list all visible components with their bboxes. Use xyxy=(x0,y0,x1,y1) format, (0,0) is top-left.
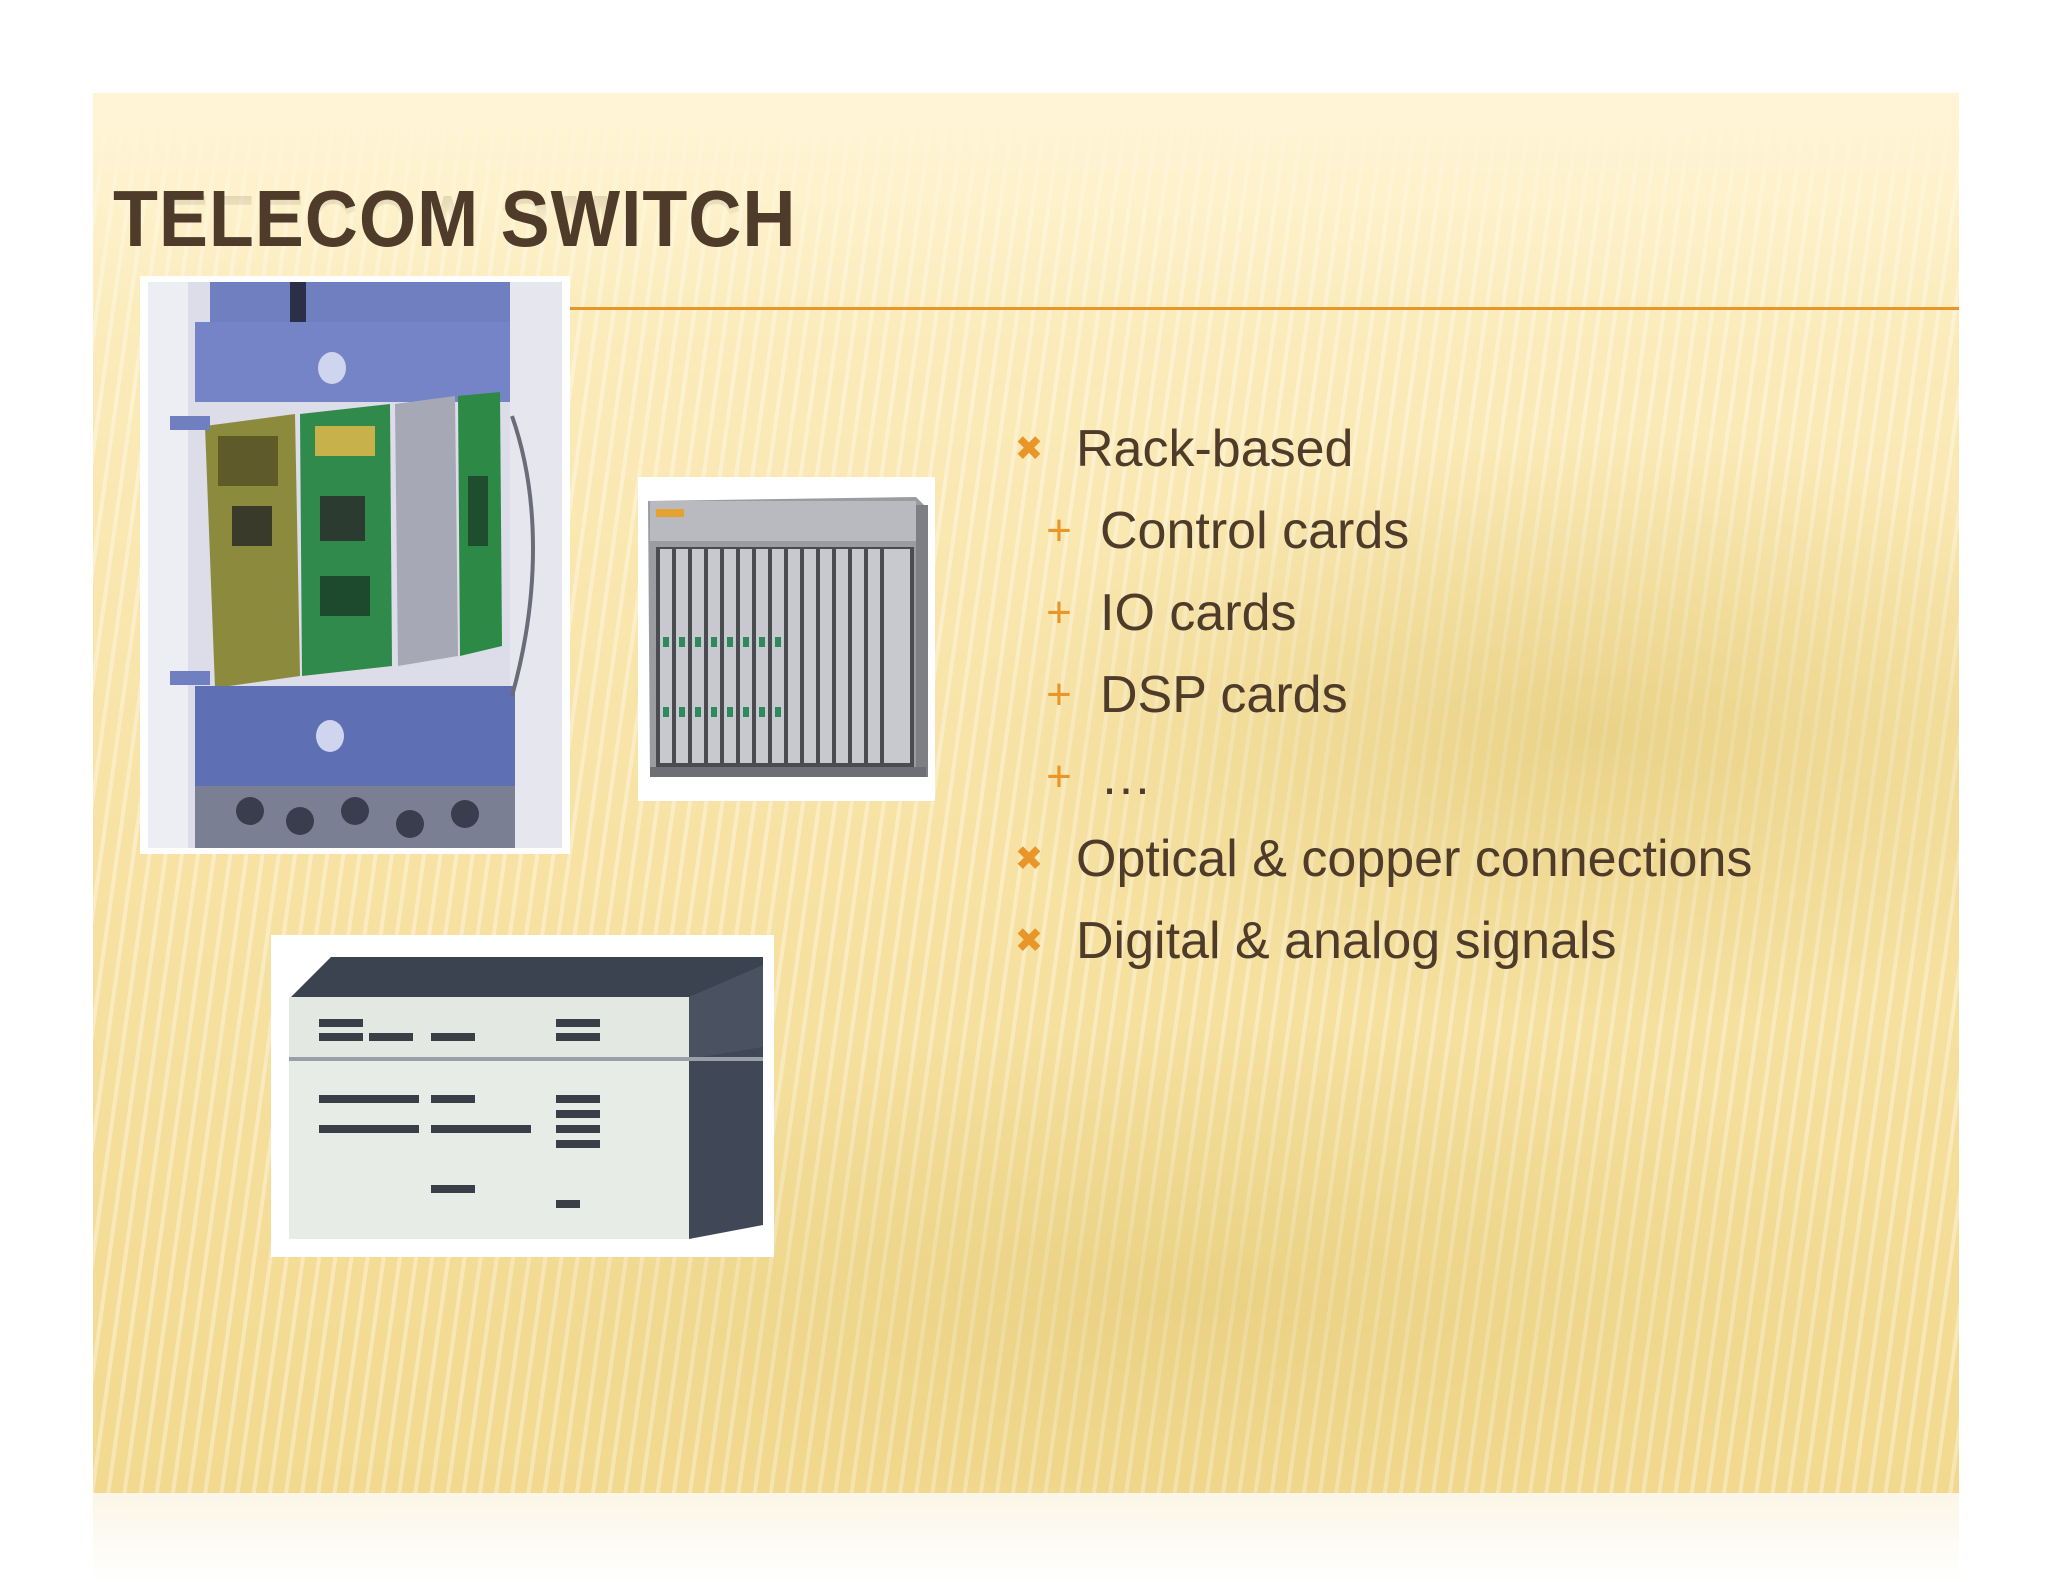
page-bottom-margin xyxy=(93,1493,1959,1582)
stacked-switch-units-photo xyxy=(271,935,774,1257)
bullet-list: ✖ Rack-based + Control cards + IO cards … xyxy=(1010,408,1850,982)
bullet-text: Optical & copper connections xyxy=(1076,830,1753,888)
bullet-text: Rack-based xyxy=(1076,420,1354,478)
bullet-text: DSP cards xyxy=(1100,666,1348,724)
title-band xyxy=(93,93,1959,308)
bullet-item: ✖ Digital & analog signals xyxy=(1010,900,1850,982)
x-bullet-icon: ✖ xyxy=(1014,840,1044,878)
sub-bullet-item: + DSP cards xyxy=(1010,654,1850,736)
sub-bullet-item: + Control cards xyxy=(1010,490,1850,572)
bullet-item: ✖ Optical & copper connections xyxy=(1010,818,1850,900)
bullet-text: IO cards xyxy=(1100,584,1297,642)
sub-bullet-item: + IO cards xyxy=(1010,572,1850,654)
slide-title-reflection: TELECOM SWITCH xyxy=(113,189,797,268)
bullet-text: … xyxy=(1100,748,1152,806)
x-bullet-icon: ✖ xyxy=(1014,430,1044,468)
bullet-item: ✖ Rack-based xyxy=(1010,408,1850,490)
rack-chassis-photo xyxy=(638,477,935,801)
title-divider xyxy=(218,307,1959,310)
bullet-text: Digital & analog signals xyxy=(1076,912,1617,970)
slide-title: TELECOM SWITCH xyxy=(113,174,797,263)
bullet-text: Control cards xyxy=(1100,502,1410,560)
x-bullet-icon: ✖ xyxy=(1014,922,1044,960)
sub-bullet-item: + … xyxy=(1010,736,1850,818)
plus-bullet-icon: + xyxy=(1046,588,1072,637)
plus-bullet-icon: + xyxy=(1046,670,1072,719)
plus-bullet-icon: + xyxy=(1046,752,1072,801)
plus-bullet-icon: + xyxy=(1046,506,1072,555)
rack-with-cards-photo xyxy=(140,276,570,854)
